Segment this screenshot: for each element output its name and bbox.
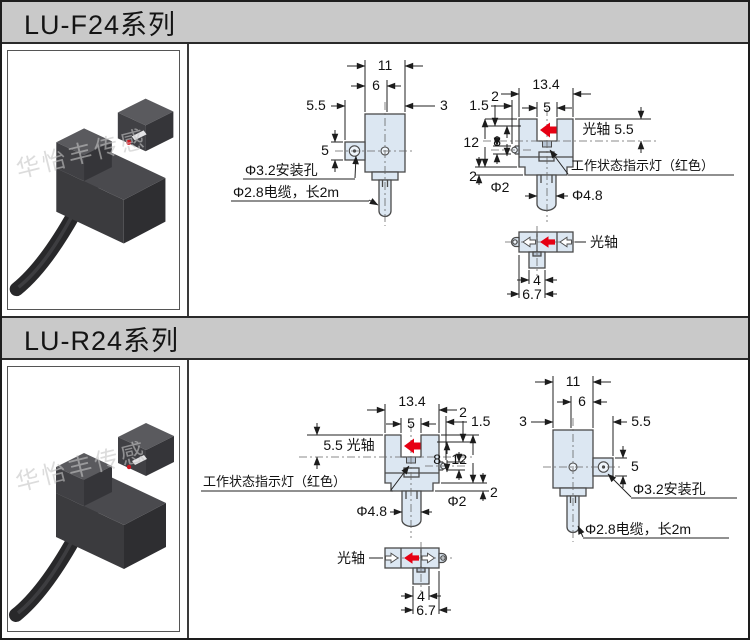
dim-5-5: 5.5 (631, 413, 651, 429)
sensor-photo-r24: 华怡丰传感 (9, 423, 174, 622)
optical-axis-label: 光轴 5.5 (582, 121, 634, 137)
dim-6: 6 (578, 393, 586, 409)
series-title-f24: LU-F24系列 (24, 9, 177, 40)
dim-6-7: 6.7 (416, 602, 436, 618)
status-led-label: 工作状态指示灯（红色） (203, 474, 346, 489)
dimension-arrows (313, 378, 632, 614)
series-title-r24: LU-R24系列 (24, 325, 180, 356)
dim-5-notch: 5 (407, 415, 415, 431)
led-indicator (126, 464, 132, 470)
dim-4: 4 (417, 588, 425, 604)
dim-3: 3 (440, 97, 448, 113)
dim-phi4-8: Φ4.8 (572, 187, 603, 203)
cable-highlight (17, 214, 74, 289)
dim-phi2: Φ2 (448, 493, 467, 509)
light-arrow (522, 236, 536, 248)
dim-2-top: 2 (459, 404, 467, 420)
f24-front-view-part (513, 118, 574, 212)
light-arrow (421, 552, 436, 564)
led-window (132, 455, 147, 465)
optical-axis-label: 5.5 光轴 (323, 437, 374, 453)
dim-11: 11 (378, 57, 393, 73)
dim-8: 8 (493, 133, 501, 149)
photo-panel-r24: 华怡丰传感 (2, 360, 189, 638)
sensor-photo-f24: 华怡丰传感 (9, 98, 174, 297)
section-r24: 华怡丰传感 (2, 360, 748, 638)
mount-hole-label: Φ3.2安装孔 (633, 481, 706, 497)
sensor-photo-graphic (9, 423, 174, 622)
cable-label: Φ2.8电缆，长2m (233, 184, 339, 200)
dim-3: 3 (519, 413, 527, 429)
dim-phi2: Φ2 (491, 179, 510, 195)
dim-4: 4 (533, 272, 541, 288)
r24-dimension-drawing: 11 6 3 5.5 5 Φ3.2安装孔 Φ2.8电缆，长2m 13.4 1.5… (201, 373, 737, 618)
extension-lines (231, 60, 734, 298)
dim-5: 5 (321, 142, 329, 158)
section-f24: 华怡丰传感 (2, 44, 748, 316)
dim-2-bottom: 2 (469, 168, 477, 184)
light-arrow (559, 236, 572, 248)
cable-label: Φ2.8电缆，长2m (585, 521, 691, 537)
dim-13-4: 13.4 (532, 76, 559, 92)
r24-top-view-part (384, 547, 448, 585)
dim-12: 12 (451, 451, 467, 467)
f24-top-view-part (510, 231, 574, 269)
dim-12: 12 (463, 134, 479, 150)
f24-dimension-drawing: 11 6 5.5 3 5 Φ3.2安装孔 Φ2.8电缆，长2m 13.4 1.5… (231, 57, 734, 302)
status-led-label: 工作状态指示灯（红色） (571, 158, 714, 173)
led-indicator (126, 139, 132, 145)
drawing-panel-f24: 11 6 5.5 3 5 Φ3.2安装孔 Φ2.8电缆，长2m 13.4 1.5… (189, 44, 748, 316)
optical-axis-arrow (404, 552, 419, 564)
optical-axis-arrow (404, 438, 421, 454)
dim-1-5: 1.5 (471, 413, 491, 429)
dim-5: 5 (631, 458, 639, 474)
header-lu-f24: LU-F24系列 (2, 2, 748, 44)
r24-front-view-part (384, 434, 445, 528)
photo-panel-f24: 华怡丰传感 (2, 44, 189, 316)
dimension-arrows (331, 62, 645, 298)
r24-side-view-part (552, 429, 614, 534)
header-lu-r24: LU-R24系列 (2, 316, 748, 360)
dim-phi4-8: Φ4.8 (356, 503, 387, 519)
dim-8: 8 (433, 451, 441, 467)
dim-6-7: 6.7 (522, 286, 542, 302)
drawing-panel-r24: 11 6 3 5.5 5 Φ3.2安装孔 Φ2.8电缆，长2m 13.4 1.5… (189, 360, 748, 638)
light-arrow (385, 552, 399, 564)
dim-5-5: 5.5 (306, 97, 326, 113)
dim-11: 11 (566, 373, 581, 389)
dim-13-4: 13.4 (398, 393, 425, 409)
dim-2-top: 2 (491, 88, 499, 104)
dim-5-notch: 5 (543, 99, 551, 115)
dim-1-5: 1.5 (469, 97, 489, 113)
cable-highlight (16, 540, 74, 615)
dim-6: 6 (372, 77, 380, 93)
mount-hole-label: Φ3.2安装孔 (245, 162, 318, 178)
sensor-photo-graphic (9, 98, 174, 297)
optical-axis-top-label: 光轴 (337, 550, 365, 566)
photo-frame-r24: 华怡丰传感 (7, 366, 180, 632)
optical-axis-arrow (540, 236, 555, 248)
led-window (131, 130, 147, 141)
dim-2-bottom: 2 (490, 484, 498, 500)
optical-axis-top-label: 光轴 (590, 234, 618, 250)
optical-axis-arrow (540, 122, 557, 138)
photo-frame-f24: 华怡丰传感 (7, 50, 180, 310)
